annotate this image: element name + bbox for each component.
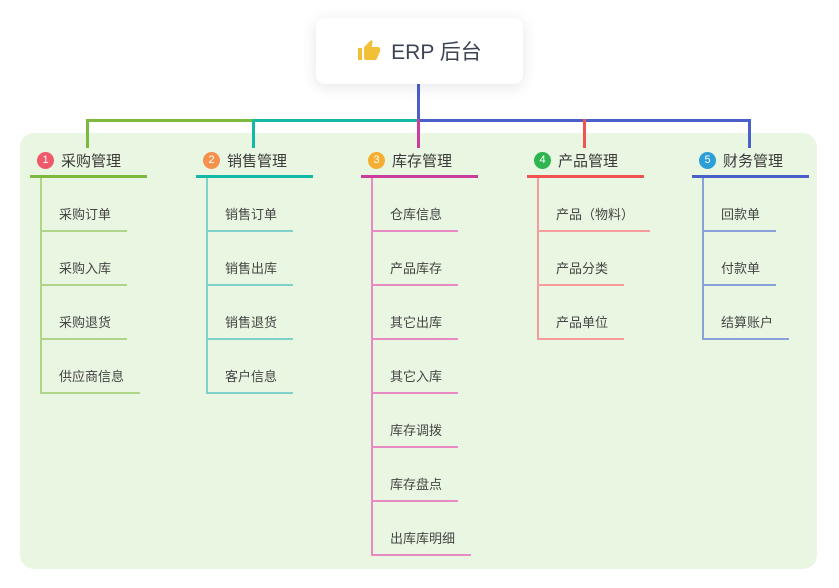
branch-sales: 2 销售管理 销售订单 销售出库 销售退货 客户信息 <box>196 148 313 394</box>
branch-inventory: 3 库存管理 仓库信息 产品库存 其它出库 其它入库 库存调拨 库存盘点 出库库… <box>361 148 478 556</box>
child-node[interactable]: 结算账户 <box>704 286 790 340</box>
child-node[interactable]: 产品库存 <box>373 232 459 286</box>
branch-drop-line <box>417 119 420 148</box>
branch-drop-line <box>583 119 586 148</box>
branch-label-inventory[interactable]: 3 库存管理 <box>361 148 478 178</box>
thumbs-up-icon <box>357 39 381 63</box>
child-node[interactable]: 销售退货 <box>208 286 294 340</box>
bus-segment-green <box>86 119 252 122</box>
child-node[interactable]: 出库库明细 <box>373 502 472 556</box>
child-node[interactable]: 销售订单 <box>208 178 294 232</box>
child-node[interactable]: 库存盘点 <box>373 448 459 502</box>
branch-drop-line <box>252 119 255 148</box>
branch-procurement: 1 采购管理 采购订单 采购入库 采购退货 供应商信息 <box>30 148 147 394</box>
branch-children: 采购订单 采购入库 采购退货 供应商信息 <box>40 178 141 394</box>
child-node[interactable]: 产品单位 <box>539 286 625 340</box>
child-node[interactable]: 采购入库 <box>42 232 128 286</box>
connector-root <box>417 84 420 119</box>
branch-badge: 2 <box>203 151 220 169</box>
branch-badge: 1 <box>37 151 54 169</box>
root-label: ERP 后台 <box>391 41 482 64</box>
branch-label-finance[interactable]: 5 财务管理 <box>692 148 809 178</box>
branch-finance: 5 财务管理 回款单 付款单 结算账户 <box>692 148 809 340</box>
branch-title: 销售管理 <box>227 152 288 170</box>
branch-title: 产品管理 <box>558 152 619 170</box>
child-node[interactable]: 付款单 <box>704 232 777 286</box>
child-node[interactable]: 采购退货 <box>42 286 128 340</box>
child-node[interactable]: 产品分类 <box>539 232 625 286</box>
child-node[interactable]: 回款单 <box>704 178 777 232</box>
branch-label-procurement[interactable]: 1 采购管理 <box>30 148 147 178</box>
branch-badge: 3 <box>368 151 385 169</box>
branch-children: 仓库信息 产品库存 其它出库 其它入库 库存调拨 库存盘点 出库库明细 <box>371 178 472 556</box>
branch-drop-line <box>748 119 751 148</box>
branch-label-product[interactable]: 4 产品管理 <box>527 148 644 178</box>
branch-product: 4 产品管理 产品（物料） 产品分类 产品单位 <box>527 148 651 340</box>
child-node[interactable]: 销售出库 <box>208 232 294 286</box>
bus-segment-teal <box>252 119 418 122</box>
branch-title: 财务管理 <box>723 152 784 170</box>
branch-drop-line <box>86 119 89 148</box>
child-node[interactable]: 其它入库 <box>373 340 459 394</box>
child-node[interactable]: 客户信息 <box>208 340 294 394</box>
child-node[interactable]: 库存调拨 <box>373 394 459 448</box>
child-node[interactable]: 仓库信息 <box>373 178 459 232</box>
branch-badge: 4 <box>534 151 551 169</box>
branch-children: 销售订单 销售出库 销售退货 客户信息 <box>206 178 294 394</box>
branches-panel <box>20 133 817 569</box>
branch-label-sales[interactable]: 2 销售管理 <box>196 148 313 178</box>
branch-children: 回款单 付款单 结算账户 <box>702 178 790 340</box>
child-node[interactable]: 其它出库 <box>373 286 459 340</box>
child-node[interactable]: 产品（物料） <box>539 178 651 232</box>
child-node[interactable]: 供应商信息 <box>42 340 141 394</box>
branch-title: 采购管理 <box>61 152 122 170</box>
branch-children: 产品（物料） 产品分类 产品单位 <box>537 178 651 340</box>
branch-title: 库存管理 <box>392 152 453 170</box>
child-node[interactable]: 采购订单 <box>42 178 128 232</box>
branch-badge: 5 <box>699 151 716 169</box>
root-node[interactable]: ERP 后台 <box>316 18 523 84</box>
